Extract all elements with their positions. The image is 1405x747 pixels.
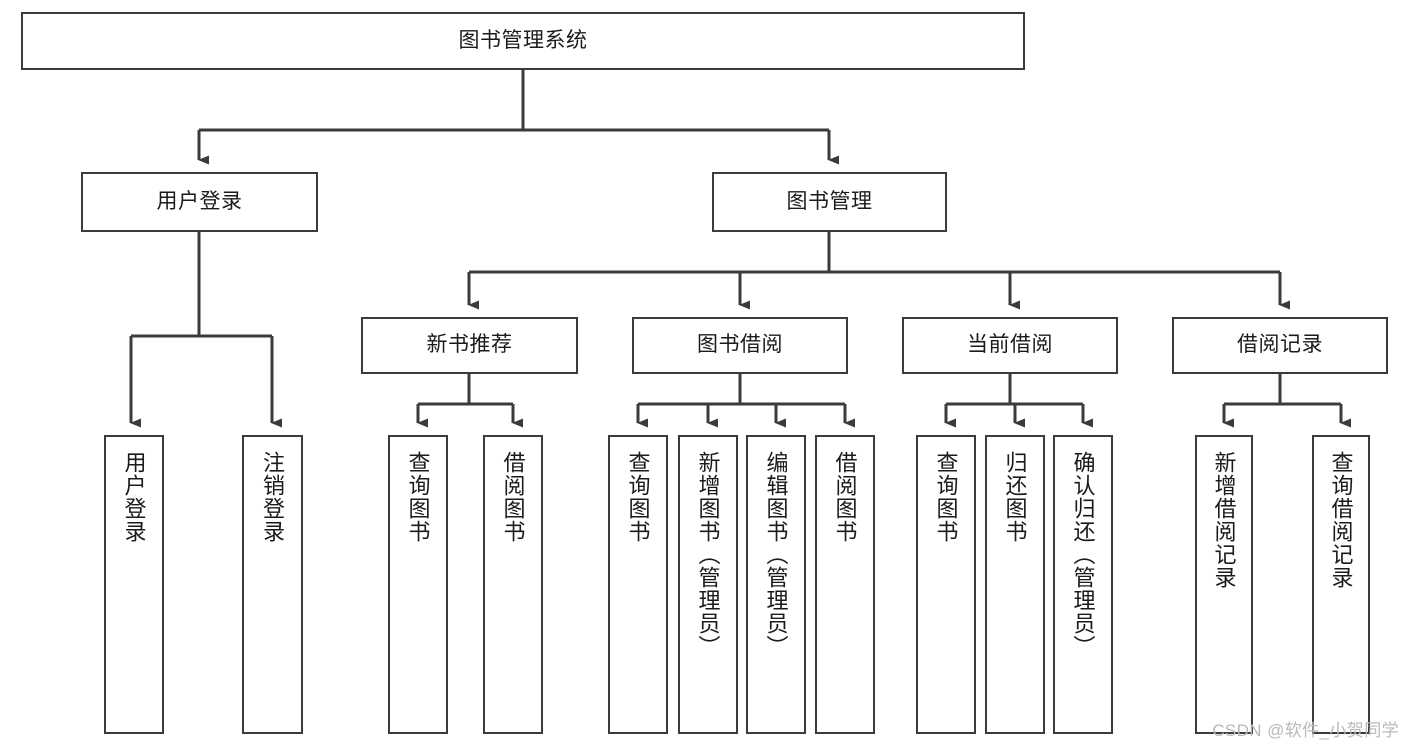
leaf-add-borrow-record-label: 新增借阅记录 bbox=[1211, 451, 1237, 589]
node-book-borrow-label: 图书借阅 bbox=[697, 333, 783, 357]
node-current-borrow-label: 当前借阅 bbox=[967, 333, 1053, 357]
leaf-edit-book-admin[interactable]: 编辑图书（管理员） bbox=[746, 435, 806, 734]
node-user-login-label: 用户登录 bbox=[156, 189, 243, 213]
leaf-add-book-admin-label: 新增图书（管理员） bbox=[695, 451, 721, 658]
leaf-user-login-label: 用户登录 bbox=[121, 451, 147, 543]
leaf-confirm-return-admin-label: 确认归还（管理员） bbox=[1070, 451, 1096, 658]
leaf-search-book-borrow-label: 查询图书 bbox=[625, 451, 651, 543]
leaf-user-login[interactable]: 用户登录 bbox=[104, 435, 164, 734]
watermark: CSDN @软件_小贺同学 bbox=[1212, 721, 1399, 740]
leaf-logout[interactable]: 注销登录 bbox=[242, 435, 303, 734]
node-book-management-label: 图书管理 bbox=[786, 189, 873, 213]
leaf-borrow-book-label: 借阅图书 bbox=[832, 451, 858, 543]
node-borrow-record-label: 借阅记录 bbox=[1237, 333, 1323, 357]
leaf-confirm-return-admin[interactable]: 确认归还（管理员） bbox=[1053, 435, 1113, 734]
node-new-book-recommend-label: 新书推荐 bbox=[426, 333, 513, 357]
leaf-return-book[interactable]: 归还图书 bbox=[985, 435, 1045, 734]
node-root[interactable]: 图书管理系统 bbox=[21, 12, 1025, 70]
leaf-search-book-current[interactable]: 查询图书 bbox=[916, 435, 976, 734]
node-new-book-recommend[interactable]: 新书推荐 bbox=[361, 317, 578, 374]
node-user-login[interactable]: 用户登录 bbox=[81, 172, 318, 232]
leaf-search-book-recommend[interactable]: 查询图书 bbox=[388, 435, 448, 734]
node-current-borrow[interactable]: 当前借阅 bbox=[902, 317, 1118, 374]
node-book-borrow[interactable]: 图书借阅 bbox=[632, 317, 848, 374]
leaf-borrow-book[interactable]: 借阅图书 bbox=[815, 435, 875, 734]
leaf-borrow-book-recommend-label: 借阅图书 bbox=[500, 451, 526, 543]
leaf-search-book-recommend-label: 查询图书 bbox=[405, 451, 431, 543]
leaf-search-book-borrow[interactable]: 查询图书 bbox=[608, 435, 668, 734]
leaf-logout-label: 注销登录 bbox=[260, 451, 286, 543]
node-root-label: 图书管理系统 bbox=[458, 28, 588, 52]
leaf-search-book-current-label: 查询图书 bbox=[933, 451, 959, 543]
leaf-search-borrow-record-label: 查询借阅记录 bbox=[1328, 451, 1354, 589]
leaf-edit-book-admin-label: 编辑图书（管理员） bbox=[763, 451, 789, 658]
leaf-return-book-label: 归还图书 bbox=[1002, 451, 1028, 543]
node-borrow-record[interactable]: 借阅记录 bbox=[1172, 317, 1388, 374]
leaf-borrow-book-recommend[interactable]: 借阅图书 bbox=[483, 435, 543, 734]
leaf-search-borrow-record[interactable]: 查询借阅记录 bbox=[1312, 435, 1370, 734]
node-book-management[interactable]: 图书管理 bbox=[712, 172, 947, 232]
leaf-add-borrow-record[interactable]: 新增借阅记录 bbox=[1195, 435, 1253, 734]
leaf-add-book-admin[interactable]: 新增图书（管理员） bbox=[678, 435, 738, 734]
